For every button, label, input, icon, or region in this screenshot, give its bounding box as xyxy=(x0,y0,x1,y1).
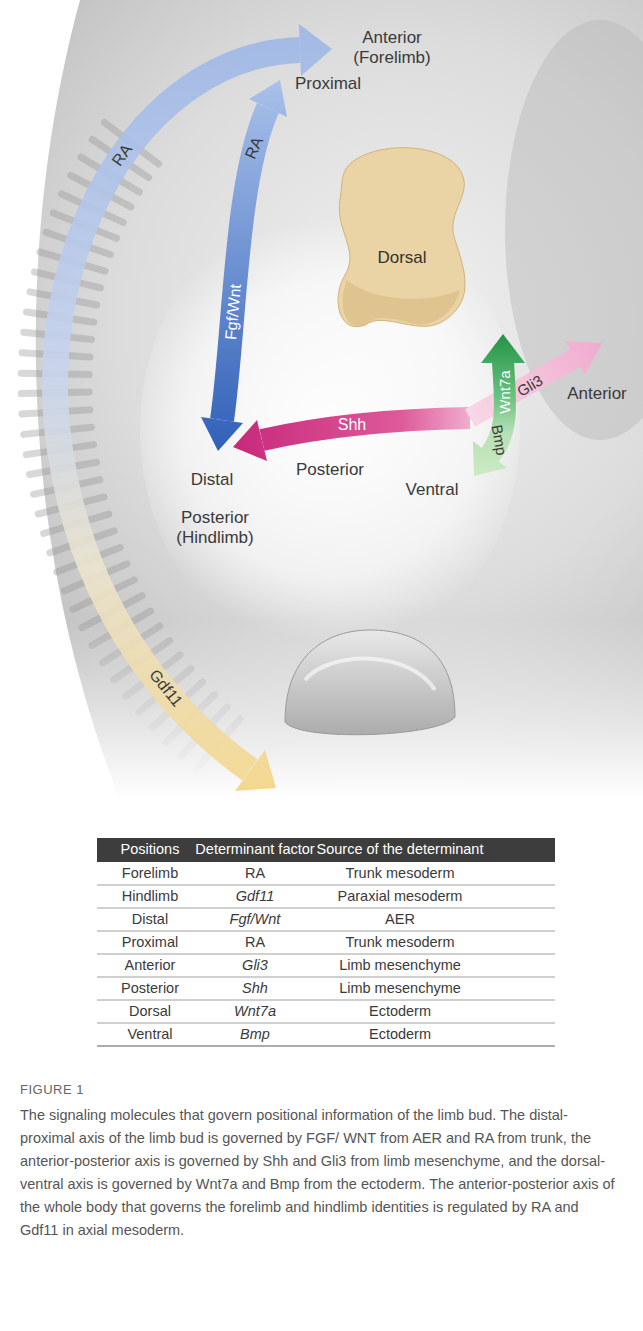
table-rule xyxy=(97,1045,555,1046)
table-rules xyxy=(97,838,555,1046)
table-rule xyxy=(97,954,555,955)
arrow-label: Wnt7a xyxy=(496,370,514,413)
table-cell: Trunk mesoderm xyxy=(345,934,454,951)
outer-arrow xyxy=(55,24,332,791)
table-cell: Limb mesenchyme xyxy=(339,957,461,974)
axis-label: Proximal xyxy=(295,74,361,94)
table-cell: Forelimb xyxy=(122,865,178,882)
table-rule xyxy=(97,977,555,978)
table-rule xyxy=(97,885,555,886)
table-cell: RA xyxy=(245,865,265,882)
arrow-head xyxy=(235,750,276,791)
table-rule xyxy=(97,1023,555,1024)
table-cell: Ectoderm xyxy=(369,1003,431,1020)
axis-arrow xyxy=(470,358,575,418)
bud-shape xyxy=(338,148,465,327)
table-cell: Ectoderm xyxy=(369,1026,431,1043)
table-cell: Bmp xyxy=(240,1026,270,1043)
table-cell: Wnt7a xyxy=(234,1003,276,1020)
table-rule xyxy=(97,931,555,932)
axis-arrow xyxy=(55,50,300,770)
figure-number: FIGURE 1 xyxy=(20,1082,84,1098)
bud-shade xyxy=(343,280,460,326)
table-cell: Paraxial mesoderm xyxy=(338,888,463,905)
table-cell: Fgf/Wnt xyxy=(230,911,281,928)
arrow-head xyxy=(233,420,267,461)
arrow-head xyxy=(565,341,602,375)
table-cell: Distal xyxy=(132,911,168,928)
table-cell: Hindlimb xyxy=(122,888,178,905)
table-cell: Gdf11 xyxy=(236,888,274,905)
axis-label: Ventral xyxy=(406,480,459,500)
table-cell: RA xyxy=(245,934,265,951)
table-header: Positions xyxy=(121,841,180,858)
arrow-label: Shh xyxy=(338,415,366,434)
head-region xyxy=(505,20,643,440)
table-cell: Dorsal xyxy=(129,1003,171,1020)
arrow-head xyxy=(481,334,525,363)
table-cell: Anterior xyxy=(125,957,176,974)
limb-bud: Dorsal xyxy=(325,140,480,335)
axis-label: Posterior (Hindlimb) xyxy=(159,508,271,549)
table-cell: Ventral xyxy=(127,1026,172,1043)
table-cell: Trunk mesoderm xyxy=(345,865,454,882)
axis-arrow xyxy=(222,108,268,420)
table-header-band xyxy=(97,838,555,862)
table-header: Source of the determinant xyxy=(317,841,484,858)
table-cell: Limb mesenchyme xyxy=(339,980,461,997)
hindlimb-highlight xyxy=(305,659,435,690)
wnt7a-arrow xyxy=(473,334,525,476)
axis-label: Anterior xyxy=(567,384,627,404)
inner-arrow xyxy=(201,80,287,451)
axis-label: Distal xyxy=(191,470,234,490)
table-rule xyxy=(97,1000,555,1001)
axis-label: Posterior xyxy=(296,460,364,480)
table-cell: Posterior xyxy=(121,980,179,997)
table-cell: Gli3 xyxy=(242,957,268,974)
bud-outline xyxy=(325,140,480,335)
hindlimb-bud xyxy=(285,630,455,735)
table-cell: Shh xyxy=(242,980,268,997)
arrow-head xyxy=(299,24,332,76)
arrow-head xyxy=(249,80,287,117)
table-header: Determinant factor xyxy=(195,841,314,858)
fade xyxy=(0,620,643,820)
table-cell: AER xyxy=(385,911,415,928)
axis-label: Anterior (Forelimb) xyxy=(340,28,445,69)
table-rule xyxy=(97,908,555,909)
table-cell: Proximal xyxy=(122,934,178,951)
figure-caption: The signaling molecules that govern posi… xyxy=(20,1104,620,1242)
axis-label: Dorsal xyxy=(377,248,426,268)
